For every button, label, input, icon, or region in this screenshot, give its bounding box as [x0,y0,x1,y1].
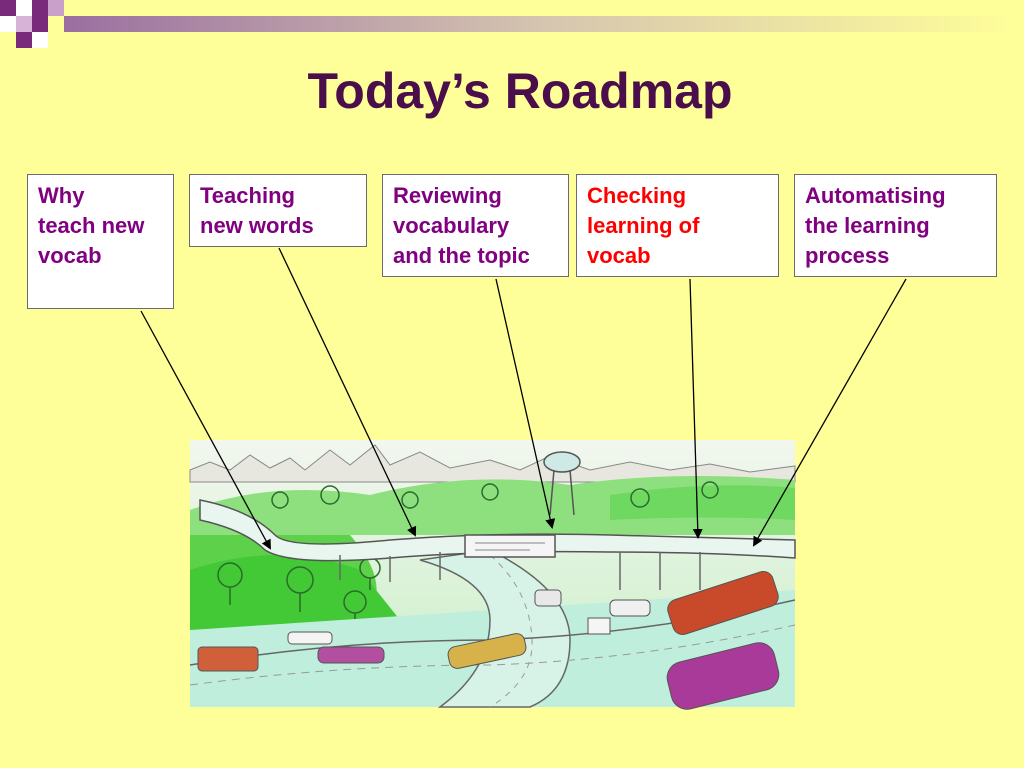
step-teaching: Teaching new words [189,174,367,247]
step-automatising: Automatising the learning process [794,174,997,277]
connector-reviewing [495,278,556,529]
connector-checking [689,278,703,539]
step-why-teach: Why teach new vocab [27,174,174,309]
connector-teaching [278,247,417,537]
step-checking: Checking learning of vocab [576,174,779,277]
slide-title: Today’s Roadmap [307,63,733,119]
step-reviewing: Reviewing vocabulary and the topic [382,174,569,277]
header-bar [64,16,1024,32]
connector-automatising [753,278,907,547]
connector-why [140,310,271,550]
corner-decoration [0,0,64,48]
